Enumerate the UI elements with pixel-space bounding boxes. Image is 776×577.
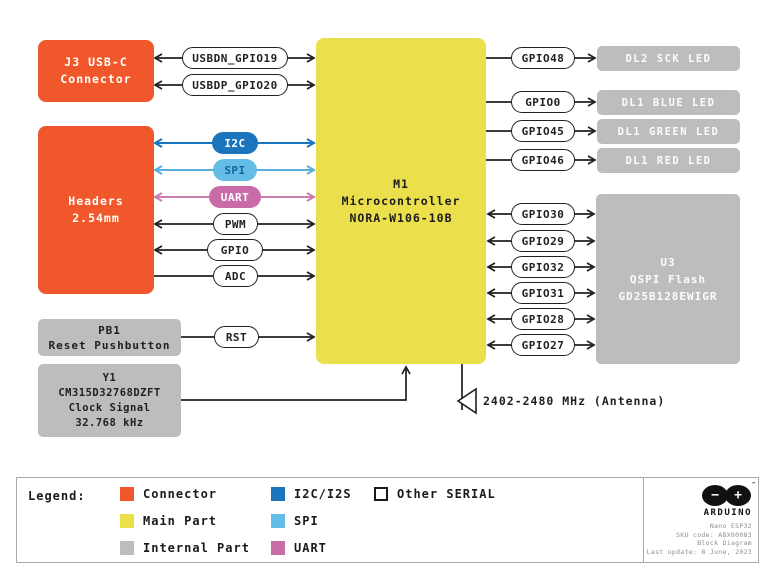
pill-i2c: I2C [212,132,258,154]
block-headers: Headers 2.54mm [38,126,154,294]
block-label: Clock Signal [68,401,151,414]
block-label: DL1 GREEN LED [617,125,720,138]
block-label: J3 USB-C [64,55,128,69]
pill-gpio48: GPIO48 [511,47,575,69]
legend-swatch-other-serial [374,487,388,501]
block-m1-microcontroller: M1 Microcontroller NORA-W106-10B [316,38,486,364]
legend-swatch-connector [120,487,134,501]
brand-info-line: Block Diagram [697,539,752,547]
block-label: M1 [393,176,409,191]
brand-info-line: Nano ESP32 [709,522,752,530]
block-label: NORA-W106-10B [349,210,453,225]
block-label: Microcontroller [341,193,461,208]
legend-label-internal-part: Internal Part [143,541,250,555]
brand-info: Nano ESP32 SKU code: ABX00083 Block Diag… [644,522,752,556]
pill-gpio: GPIO [207,239,263,261]
brand-name: ARDUINO [703,508,752,518]
block-pb1-reset: PB1 Reset Pushbutton [38,319,181,356]
pill-gpio27: GPIO27 [511,334,575,356]
legend-swatch-spi [271,514,285,528]
pill-rst: RST [214,326,259,348]
pill-gpio31: GPIO31 [511,282,575,304]
legend-label-connector: Connector [143,487,218,501]
pill-uart: UART [209,186,261,208]
antenna-label: 2402-2480 MHz (Antenna) [483,394,666,408]
block-j3-usbc-connector: J3 USB-C Connector [38,40,154,102]
pill-gpio46: GPIO46 [511,149,575,171]
block-label: Y1 [102,371,117,384]
block-label: Reset Pushbutton [48,338,171,352]
block-label: U3 [660,255,676,269]
pill-gpio0: GPIO0 [511,91,575,113]
block-label: DL2 SCK LED [625,52,712,65]
legend-title: Legend: [28,489,86,503]
legend-box: Legend: Connector Main Part Internal Par… [16,477,759,563]
pill-gpio28: GPIO28 [511,308,575,330]
legend-swatch-uart [271,541,285,555]
legend-swatch-main-part [120,514,134,528]
pill-gpio45: GPIO45 [511,120,575,142]
wire-clock [181,365,411,401]
block-label: Headers [68,194,124,208]
logo-plus-loop: + [725,485,751,506]
legend-label-i2c-i2s: I2C/I2S [294,487,352,501]
pill-usbdn-gpio19: USBDN_GPIO19 [182,47,288,69]
block-label: DL1 BLUE LED [621,96,716,109]
block-label: PB1 [98,323,121,337]
legend-label-uart: UART [294,541,327,555]
branding-panel: − + ™ ARDUINO Nano ESP32 SKU code: ABX00… [644,478,759,562]
block-label: Connector [60,72,132,86]
legend-label-main-part: Main Part [143,514,218,528]
block-y1-clock: Y1 CM315D32768DZFT Clock Signal 32.768 k… [38,364,181,437]
block-label: GD25B128EWIGR [618,289,718,303]
legend-label-other-serial: Other SERIAL [397,487,496,501]
legend-swatch-internal-part [120,541,134,555]
pill-usbdp-gpio20: USBDP_GPIO20 [182,74,288,96]
pill-pwm: PWM [213,213,258,235]
plus-glyph: + [734,488,742,503]
block-dl1-green-led: DL1 GREEN LED [597,119,740,144]
block-label: DL1 RED LED [625,154,712,167]
antenna-icon [456,387,477,415]
pill-adc: ADC [213,265,258,287]
pill-spi: SPI [213,159,257,181]
pill-gpio29: GPIO29 [511,230,575,252]
pill-gpio30: GPIO30 [511,203,575,225]
brand-info-line: Last update: 8 June, 2023 [646,547,752,556]
legend-divider [643,478,644,562]
trademark-mark: ™ [752,482,756,488]
block-label: 2.54mm [72,211,120,225]
brand-info-line: SKU code: ABX00083 [676,530,752,539]
block-dl2-sck-led: DL2 SCK LED [597,46,740,71]
pill-gpio32: GPIO32 [511,256,575,278]
minus-glyph: − [711,488,719,503]
legend-swatch-i2c-i2s [271,487,285,501]
block-label: 32.768 kHz [75,416,144,429]
block-label: QSPI Flash [629,272,707,286]
legend-label-spi: SPI [294,514,319,528]
block-dl1-blue-led: DL1 BLUE LED [597,90,740,115]
block-dl1-red-led: DL1 RED LED [597,148,740,173]
arduino-logo-icon: − + [702,485,752,507]
block-u3-qspi-flash: U3 QSPI Flash GD25B128EWIGR [596,194,740,364]
block-label: CM315D32768DZFT [58,386,161,399]
logo-minus-loop: − [702,485,728,506]
